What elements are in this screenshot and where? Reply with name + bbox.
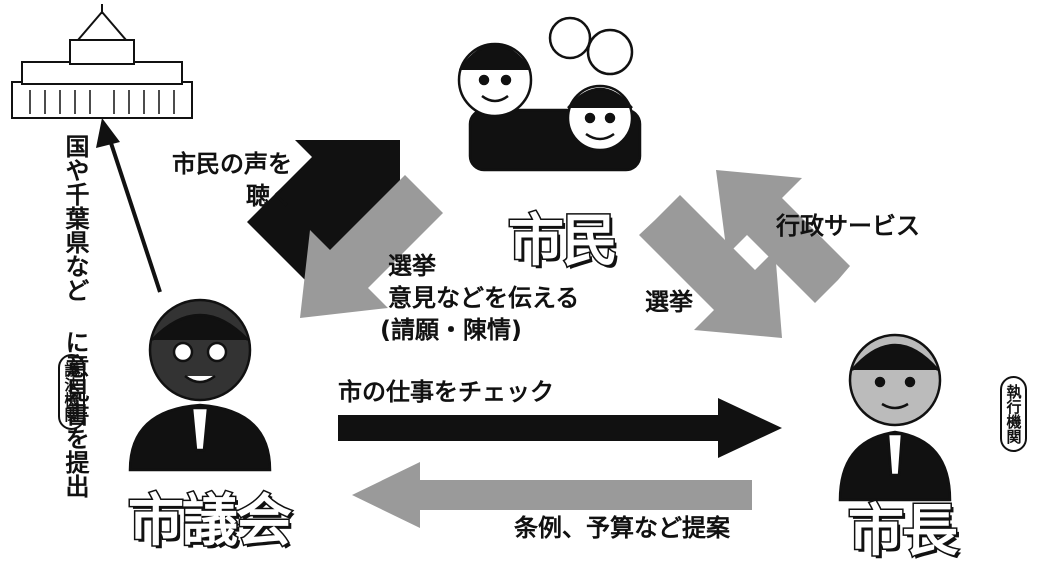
arrow-election-to-mayor <box>639 195 782 338</box>
citizens-group-icon <box>457 16 642 172</box>
council-member-icon <box>128 298 272 472</box>
mayor-role-badge: 執行機関 <box>1000 376 1027 452</box>
election-label: 選挙 <box>645 288 693 316</box>
diet-building-icon <box>11 4 193 119</box>
arrow-citizens-to-council <box>300 175 443 318</box>
mayor-title: 市長 <box>847 498 960 566</box>
hear-voice-line2: 聴く <box>246 182 294 210</box>
hear-voice-line1: 市民の声を <box>172 150 292 178</box>
citizens-to-council-line1: 選挙 <box>388 252 436 280</box>
to-diet-label: 国や千葉県など に意見書を提出 <box>61 134 89 498</box>
council-role-badge: 議決機関 <box>58 354 85 430</box>
check-work-label: 市の仕事をチェック <box>338 378 554 406</box>
citizens-title: 市民 <box>507 208 620 276</box>
arrow-check-work <box>338 398 782 458</box>
arrow-proposals <box>352 462 752 528</box>
relationship-diagram <box>11 4 952 528</box>
to-diet-col1: 国や千葉県など <box>61 134 89 302</box>
admin-service-label: 行政サービス <box>776 212 920 240</box>
citizens-to-council-line3: (請願・陳情) <box>380 316 522 344</box>
arrow-hear-voice <box>247 140 400 293</box>
arrow-admin-service <box>716 170 850 303</box>
arrow-council-to-diet <box>96 118 162 293</box>
mayor-icon <box>838 333 952 502</box>
citizens-to-council-line2: 意見などを伝える <box>388 284 580 312</box>
council-title: 市議会 <box>127 488 294 556</box>
proposals-label: 条例、予算など提案 <box>514 514 730 542</box>
